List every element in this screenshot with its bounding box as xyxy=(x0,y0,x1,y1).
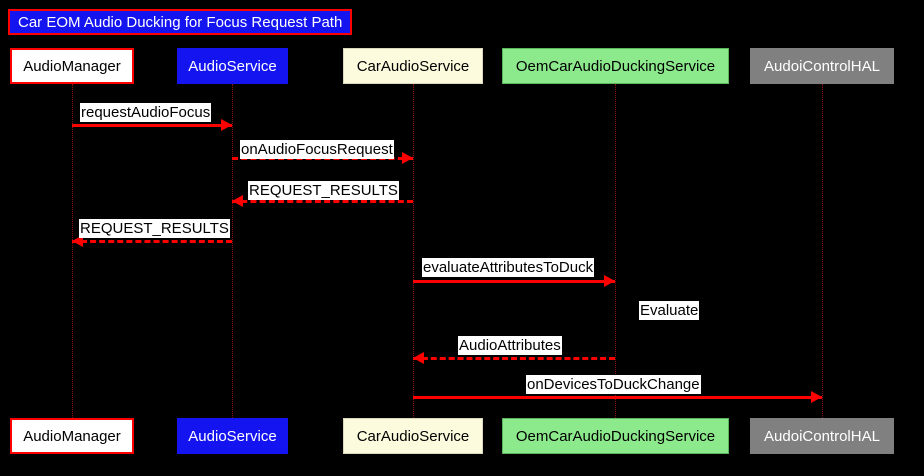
message-label-3: REQUEST_RESULTS xyxy=(79,219,230,238)
message-line-0 xyxy=(72,124,232,127)
participant-label: CarAudioService xyxy=(356,57,470,75)
participant-label: AudioService xyxy=(188,427,277,445)
lifeline-car-audio-service xyxy=(413,84,414,418)
message-line-6 xyxy=(413,396,822,399)
message-label-1: onAudioFocusRequest xyxy=(240,140,394,159)
message-line-5 xyxy=(413,357,615,360)
lifeline-audio-manager xyxy=(72,84,73,418)
participant-oem-car-audio-ducking-service-top[interactable]: OemCarAudioDuckingService xyxy=(502,48,729,84)
arrow-head-left-icon xyxy=(413,352,424,364)
participant-audio-service-bottom[interactable]: AudioService xyxy=(177,418,288,454)
participant-audio-service-top[interactable]: AudioService xyxy=(177,48,288,84)
note-evaluate-note: Evaluate xyxy=(639,301,700,320)
message-line-2 xyxy=(232,200,413,203)
lifeline-audio-service xyxy=(232,84,233,418)
participant-oem-car-audio-ducking-service-bottom[interactable]: OemCarAudioDuckingService xyxy=(502,418,729,454)
participant-label: OemCarAudioDuckingService xyxy=(515,427,716,445)
arrow-head-right-icon xyxy=(604,275,615,287)
participant-label: AudoiControlHAL xyxy=(764,57,880,75)
participant-label: AudoiControlHAL xyxy=(764,427,880,445)
participant-car-audio-service-top[interactable]: CarAudioService xyxy=(343,48,483,84)
participant-label: AudioManager xyxy=(23,427,121,445)
participant-car-audio-service-bottom[interactable]: CarAudioService xyxy=(343,418,483,454)
message-label-4: evaluateAttributesToDuck xyxy=(422,258,595,277)
participant-audio-manager-top[interactable]: AudioManager xyxy=(10,48,134,84)
arrow-head-right-icon xyxy=(811,391,822,403)
arrow-head-left-icon xyxy=(232,195,243,207)
participant-audio-manager-bottom[interactable]: AudioManager xyxy=(10,418,134,454)
participant-audoi-control-hal-top[interactable]: AudoiControlHAL xyxy=(750,48,894,84)
participant-label: AudioManager xyxy=(23,57,121,75)
arrow-head-right-icon xyxy=(402,152,413,164)
message-label-5: AudioAttributes xyxy=(458,336,562,355)
arrow-head-right-icon xyxy=(221,119,232,131)
participant-label: AudioService xyxy=(188,57,277,75)
message-line-4 xyxy=(413,280,615,283)
diagram-title: Car EOM Audio Ducking for Focus Request … xyxy=(8,9,353,35)
message-label-0: requestAudioFocus xyxy=(80,103,212,122)
lifeline-oem-car-audio-ducking-service xyxy=(615,84,616,418)
message-line-3 xyxy=(72,240,232,243)
participant-label: OemCarAudioDuckingService xyxy=(515,57,716,75)
lifeline-audoi-control-hal xyxy=(822,84,823,418)
message-label-6: onDevicesToDuckChange xyxy=(526,375,701,394)
message-label-2: REQUEST_RESULTS xyxy=(248,181,399,200)
participant-audoi-control-hal-bottom[interactable]: AudoiControlHAL xyxy=(750,418,894,454)
arrow-head-left-icon xyxy=(72,235,83,247)
participant-label: CarAudioService xyxy=(356,427,470,445)
